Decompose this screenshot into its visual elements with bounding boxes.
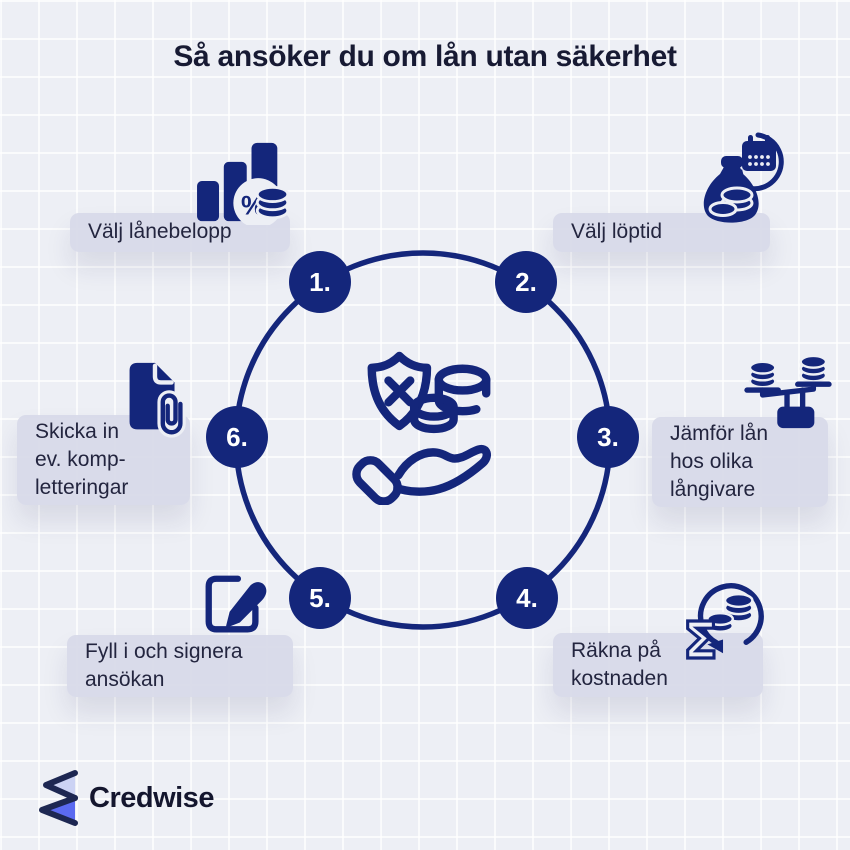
step-label-skicka-in-kompletteringar: Skicka in ev. komp- letteringar xyxy=(17,415,190,505)
hand-shield-coins-icon xyxy=(352,351,491,505)
step-dot-3: 3. xyxy=(577,406,639,468)
pen-square-icon xyxy=(205,575,267,633)
step-label-rakna-pa-kostnaden: Räkna på kostnaden xyxy=(553,633,763,697)
step-dot-1: 1. xyxy=(289,251,351,313)
step-label-jamfor-lan: Jämför lån hos olika långivare xyxy=(652,417,828,507)
document-paperclip-icon xyxy=(129,362,186,438)
step-dot-5: 5. xyxy=(289,567,351,629)
step-label-fyll-i-och-signera: Fyll i och signera ansökan xyxy=(67,635,293,697)
step-label-valj-loptid: Välj löptid xyxy=(553,213,770,252)
credwise-logo-icon xyxy=(39,770,78,826)
brand-name: Credwise xyxy=(89,781,214,814)
step-dot-4: 4. xyxy=(496,567,558,629)
step-dot-6: 6. xyxy=(206,406,268,468)
step-dot-2: 2. xyxy=(495,251,557,313)
money-bag-calendar-cycle-icon xyxy=(703,132,784,223)
brand-footer: Credwise xyxy=(33,767,214,829)
sigma-coins-cycle-icon: Σ xyxy=(682,583,764,663)
sigma-glyph: Σ xyxy=(683,611,718,663)
page-title: Så ansöker du om lån utan säkerhet xyxy=(173,40,677,73)
balance-scale-coins-icon xyxy=(744,354,832,429)
bar-chart-percent-coins-icon: % xyxy=(197,142,289,225)
